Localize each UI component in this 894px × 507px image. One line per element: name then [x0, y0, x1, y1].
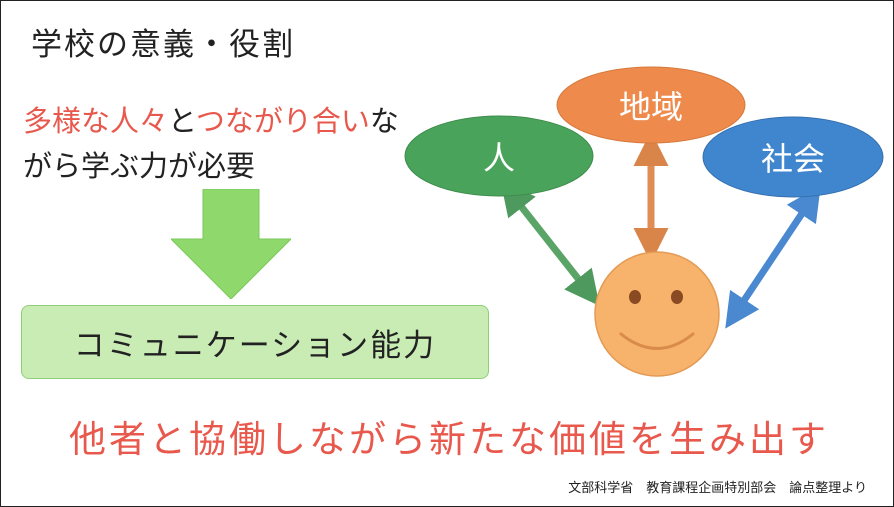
- down-arrow-icon: [171, 189, 291, 299]
- lead-highlight-diverse-people: 多様な人々: [23, 104, 169, 138]
- lead-highlight-connect: つながり合い: [195, 104, 370, 138]
- node-region: [556, 66, 746, 144]
- arrow-person-face: [500, 180, 600, 306]
- smiley-face-icon: [594, 251, 720, 377]
- lead-text: 多様な人々とつながり合いながら学ぶ力が必要: [23, 99, 403, 189]
- competency-box: コミュニケーション能力: [21, 305, 489, 379]
- node-region-label: 地域: [618, 88, 684, 126]
- node-person-label: 人: [482, 139, 516, 177]
- page-title: 学校の意義・役割: [31, 27, 295, 63]
- lead-connector: と: [168, 104, 196, 138]
- lead-rest: ながら学ぶ力が必要: [23, 104, 399, 183]
- source-note: 文部科学省 教育課程企画特別部会 論点整理より: [568, 481, 867, 496]
- node-society: [702, 116, 884, 198]
- main-message: 他者と協働しながら新たな価値を生み出す: [69, 418, 829, 461]
- node-person: [404, 115, 594, 197]
- node-society-label: 社会: [760, 140, 826, 178]
- arrow-society-face: [725, 185, 821, 329]
